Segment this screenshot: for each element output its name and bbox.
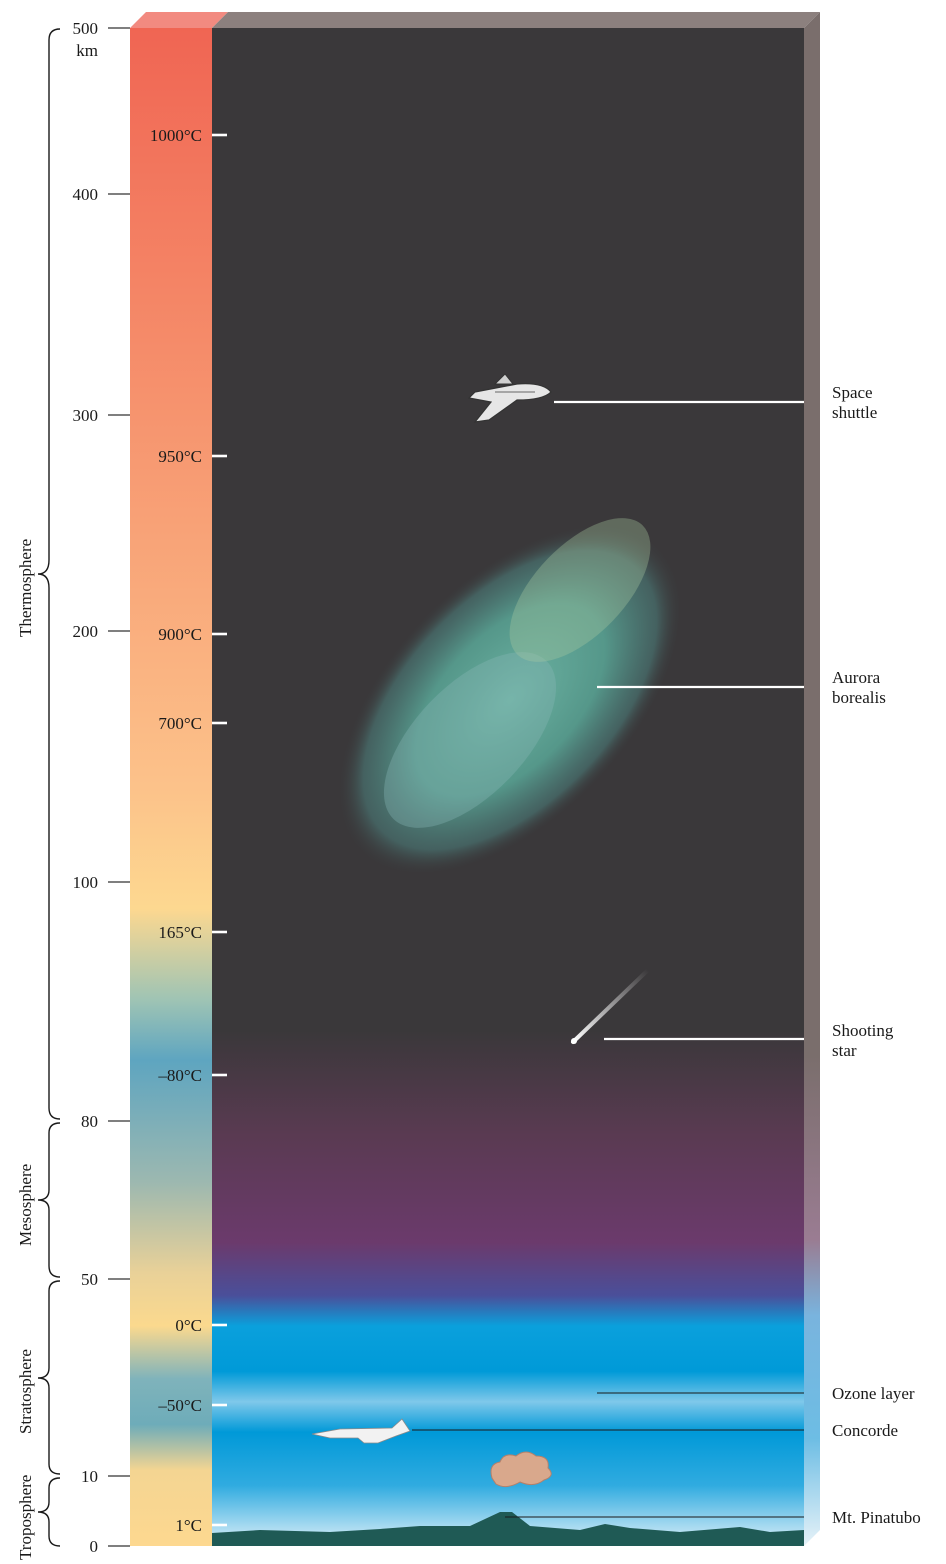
mt-pinatubo-label: Mt. Pinatubo (832, 1508, 921, 1527)
mesosphere-brace (37, 1122, 61, 1278)
altitude-label-50: 50 (81, 1270, 98, 1289)
temperature-label-0: 0°C (175, 1316, 202, 1335)
temperature-label-950: 950°C (158, 447, 202, 466)
altitude-label-500: 500 (72, 19, 99, 38)
altitude-label-300: 300 (72, 406, 99, 425)
aurora-borealis-illustration (337, 518, 683, 876)
temperature-bar-top-face (130, 12, 228, 28)
altitude-label-100: 100 (72, 873, 99, 892)
ozone-layer-label: Ozone layer (832, 1384, 915, 1403)
temperature-label-minus-80: –80°C (158, 1066, 202, 1085)
space-shuttle-illustration (467, 373, 552, 423)
mt-pinatubo-illustration (212, 1451, 804, 1546)
leader-lines (412, 400, 804, 1518)
temperature-label-900: 900°C (158, 625, 202, 644)
mesosphere-label: Mesosphere (16, 1163, 35, 1246)
altitude-label-400: 400 (72, 185, 99, 204)
altitude-unit-label: km (76, 41, 98, 60)
temperature-label-1000: 1000°C (149, 126, 202, 145)
thermosphere-brace (37, 28, 61, 1120)
sky-side-face (804, 12, 820, 1546)
sky-top-face (212, 12, 820, 28)
shooting-star-label: Shooting star (832, 1021, 894, 1060)
troposphere-label: Troposphere (16, 1474, 35, 1560)
altitude-label-10: 10 (81, 1467, 98, 1486)
altitude-ticks (108, 27, 130, 1547)
stratosphere-label: Stratosphere (16, 1349, 35, 1434)
shooting-star-illustration (571, 968, 650, 1044)
concorde-illustration (311, 1418, 411, 1444)
temperature-label-1: 1°C (175, 1516, 202, 1535)
troposphere-brace (37, 1477, 61, 1547)
temperature-label-minus-50: –50°C (158, 1396, 202, 1415)
aurora-borealis-label: Aurora borealis (832, 668, 886, 707)
temperature-label-165: 165°C (158, 923, 202, 942)
temperature-label-700: 700°C (158, 714, 202, 733)
thermosphere-label: Thermosphere (16, 538, 35, 637)
space-shuttle-label: Space shuttle (832, 383, 878, 422)
concorde-label: Concorde (832, 1421, 899, 1440)
altitude-label-0: 0 (89, 1537, 99, 1556)
temperature-ticks (212, 133, 227, 1527)
layer-braces (37, 28, 61, 1547)
temperature-color-bar (130, 28, 212, 1546)
altitude-label-80: 80 (81, 1112, 98, 1131)
altitude-label-200: 200 (72, 622, 99, 641)
stratosphere-brace (37, 1280, 61, 1475)
